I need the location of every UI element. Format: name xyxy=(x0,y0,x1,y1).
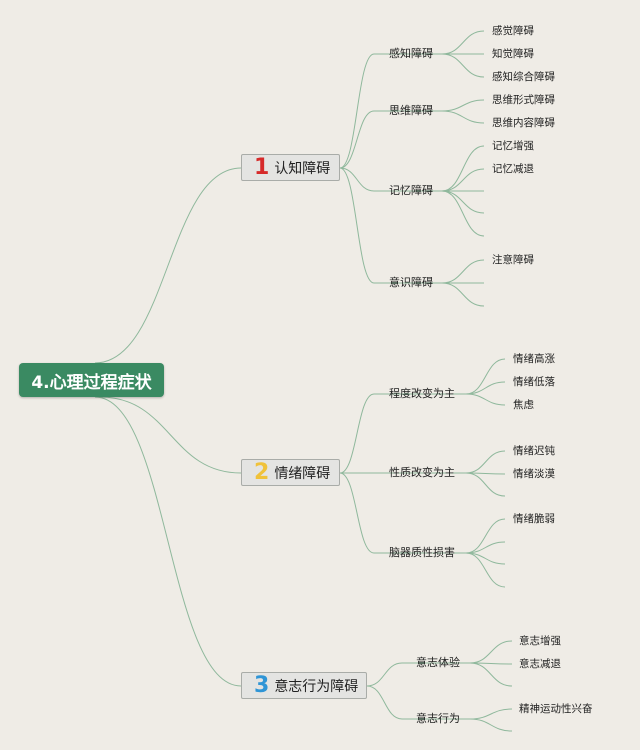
connector-line xyxy=(99,396,242,474)
connector-line xyxy=(465,541,506,554)
root-node[interactable]: 4.心理过程症状 xyxy=(19,363,164,397)
node-consciousness[interactable]: 意识障碍 xyxy=(389,276,433,289)
leaf-item[interactable]: 意志减退 xyxy=(519,658,561,670)
leaf-item[interactable]: 情绪高涨 xyxy=(513,353,555,365)
node-memory[interactable]: 记忆障碍 xyxy=(389,184,433,197)
connector-line xyxy=(469,718,513,732)
connector-line xyxy=(441,190,485,237)
connector-line xyxy=(469,662,513,687)
leaf-item[interactable]: 知觉障碍 xyxy=(492,48,534,60)
branch-number: 1 xyxy=(254,154,270,180)
connector-line xyxy=(465,381,506,395)
branch-volition[interactable]: 3 意志行为障碍 xyxy=(241,672,367,699)
leaf-item[interactable]: 情绪淡漠 xyxy=(513,468,555,480)
branch-label: 情绪障碍 xyxy=(274,465,331,482)
connector-line xyxy=(465,518,506,554)
node-organic-damage[interactable]: 脑器质性损害 xyxy=(389,546,455,559)
node-will-behavior[interactable]: 意志行为 xyxy=(416,712,460,725)
leaf-item[interactable]: 情绪迟钝 xyxy=(513,445,555,457)
leaf-item[interactable]: 思维内容障碍 xyxy=(492,117,555,129)
connector-line xyxy=(441,168,485,192)
connector-line xyxy=(339,167,375,192)
leaf-item[interactable]: 精神运动性兴奋 xyxy=(519,703,593,715)
connector-line xyxy=(441,110,485,124)
leaf-item[interactable]: 记忆增强 xyxy=(492,140,534,152)
connector-line xyxy=(441,190,485,214)
branch-number: 2 xyxy=(254,459,270,485)
connector-line xyxy=(366,685,403,720)
branch-label: 意志行为障碍 xyxy=(274,678,359,695)
branch-cognitive[interactable]: 1 认知障碍 xyxy=(241,154,340,181)
connector-line xyxy=(339,472,375,554)
connector-line xyxy=(441,145,485,192)
connector-line xyxy=(441,282,485,307)
connector-line xyxy=(465,393,506,406)
leaf-item[interactable]: 意志增强 xyxy=(519,635,561,647)
connector-line xyxy=(339,393,375,474)
node-will-experience[interactable]: 意志体验 xyxy=(416,656,460,669)
leaf-item[interactable]: 思维形式障碍 xyxy=(492,94,555,106)
connector-line xyxy=(465,358,506,395)
connector-line xyxy=(366,662,403,687)
connector-line xyxy=(469,708,513,720)
node-degree-change[interactable]: 程度改变为主 xyxy=(389,387,455,400)
branch-emotion[interactable]: 2 情绪障碍 xyxy=(241,459,340,486)
node-perception[interactable]: 感知障碍 xyxy=(389,47,433,60)
connector-line xyxy=(94,396,242,687)
leaf-item[interactable]: 注意障碍 xyxy=(492,254,534,266)
leaf-item[interactable]: 感觉障碍 xyxy=(492,25,534,37)
connector-line xyxy=(465,450,506,474)
node-nature-change[interactable]: 性质改变为主 xyxy=(389,466,455,479)
connector-line xyxy=(94,167,242,364)
leaf-item[interactable]: 情绪低落 xyxy=(513,376,555,388)
connector-line xyxy=(465,552,506,588)
connector-line xyxy=(339,53,375,169)
leaf-item[interactable]: 情绪脆弱 xyxy=(513,513,555,525)
connector-line xyxy=(469,640,513,664)
connector-line xyxy=(465,472,506,497)
leaf-item[interactable]: 感知综合障碍 xyxy=(492,71,555,83)
connector-line xyxy=(441,53,485,78)
connector-line xyxy=(441,30,485,55)
node-thinking[interactable]: 思维障碍 xyxy=(389,104,433,117)
connector-line xyxy=(441,259,485,284)
leaf-item[interactable]: 记忆减退 xyxy=(492,163,534,175)
branch-number: 3 xyxy=(254,672,270,698)
branch-label: 认知障碍 xyxy=(274,160,331,177)
connector-line xyxy=(441,99,485,112)
leaf-item[interactable]: 焦虑 xyxy=(513,399,534,411)
connector-line xyxy=(339,167,375,284)
connector-line xyxy=(339,110,375,169)
